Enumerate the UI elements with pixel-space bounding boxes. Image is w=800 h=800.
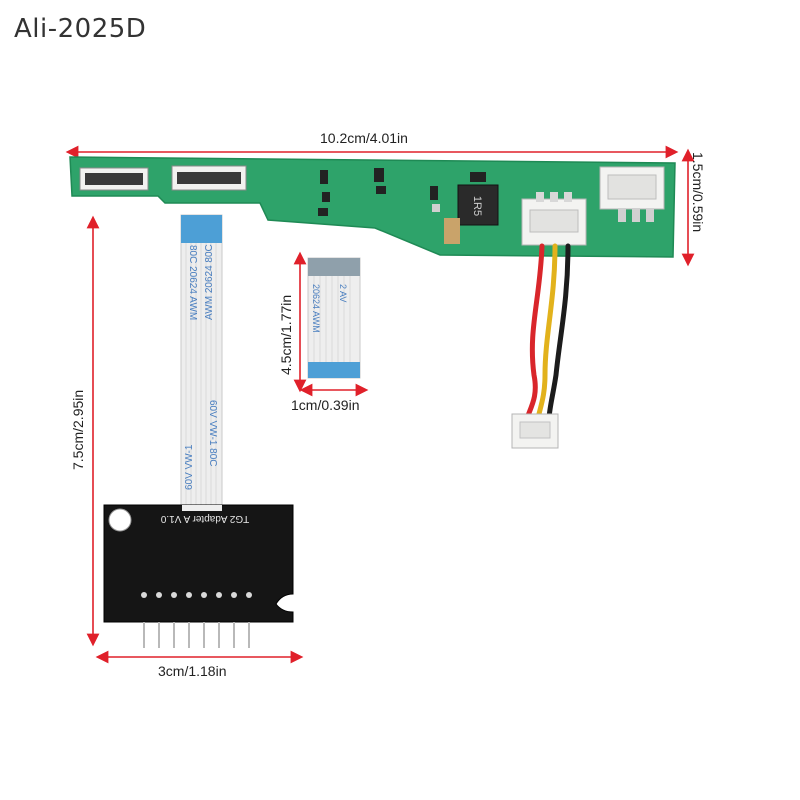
short-ffc-cable: 20624 AWM 2 AV — [307, 257, 361, 379]
adapter-label: TG2 Adapter A V1.0 — [160, 513, 249, 524]
short-cable-print-2: 2 AV — [338, 284, 348, 302]
long-ffc-cable: 80C 20624 AWM AWM 20624 80C 60V VW-1 80C… — [180, 214, 223, 516]
cable-print-2: AWM 20624 80C — [204, 244, 215, 320]
jst-connector-center — [521, 192, 587, 246]
dim-label-adapter-width: 3cm/1.18in — [158, 663, 227, 679]
wire-harness — [511, 243, 571, 449]
inductor — [457, 184, 499, 226]
dimension-lines — [65, 145, 695, 664]
dim-label-cable-length: 4.5cm/1.77in — [278, 294, 294, 375]
inductor-label: 1R5 — [471, 196, 483, 216]
dim-label-cable-width: 1cm/0.39in — [291, 397, 360, 413]
cable-print-4: 60V VW-1 — [184, 444, 195, 490]
dim-label-main-height: 1.5cm/0.59in — [690, 152, 706, 233]
cable-print-1: 80C 20624 AWM — [187, 245, 198, 320]
short-cable-print-1: 20624 AWM — [311, 284, 321, 333]
cable-print-3: 60V VW-1 80C — [207, 400, 218, 467]
dim-label-total-height: 7.5cm/2.95in — [70, 389, 86, 470]
main-pcb: 1R5 — [69, 156, 676, 258]
watermark-text: Ali-2025D — [14, 14, 147, 44]
dim-label-main-width: 10.2cm/4.01in — [320, 130, 408, 146]
adapter-board: TG2 Adapter A V1.0 — [103, 504, 294, 648]
jst-connector-right — [599, 166, 665, 222]
